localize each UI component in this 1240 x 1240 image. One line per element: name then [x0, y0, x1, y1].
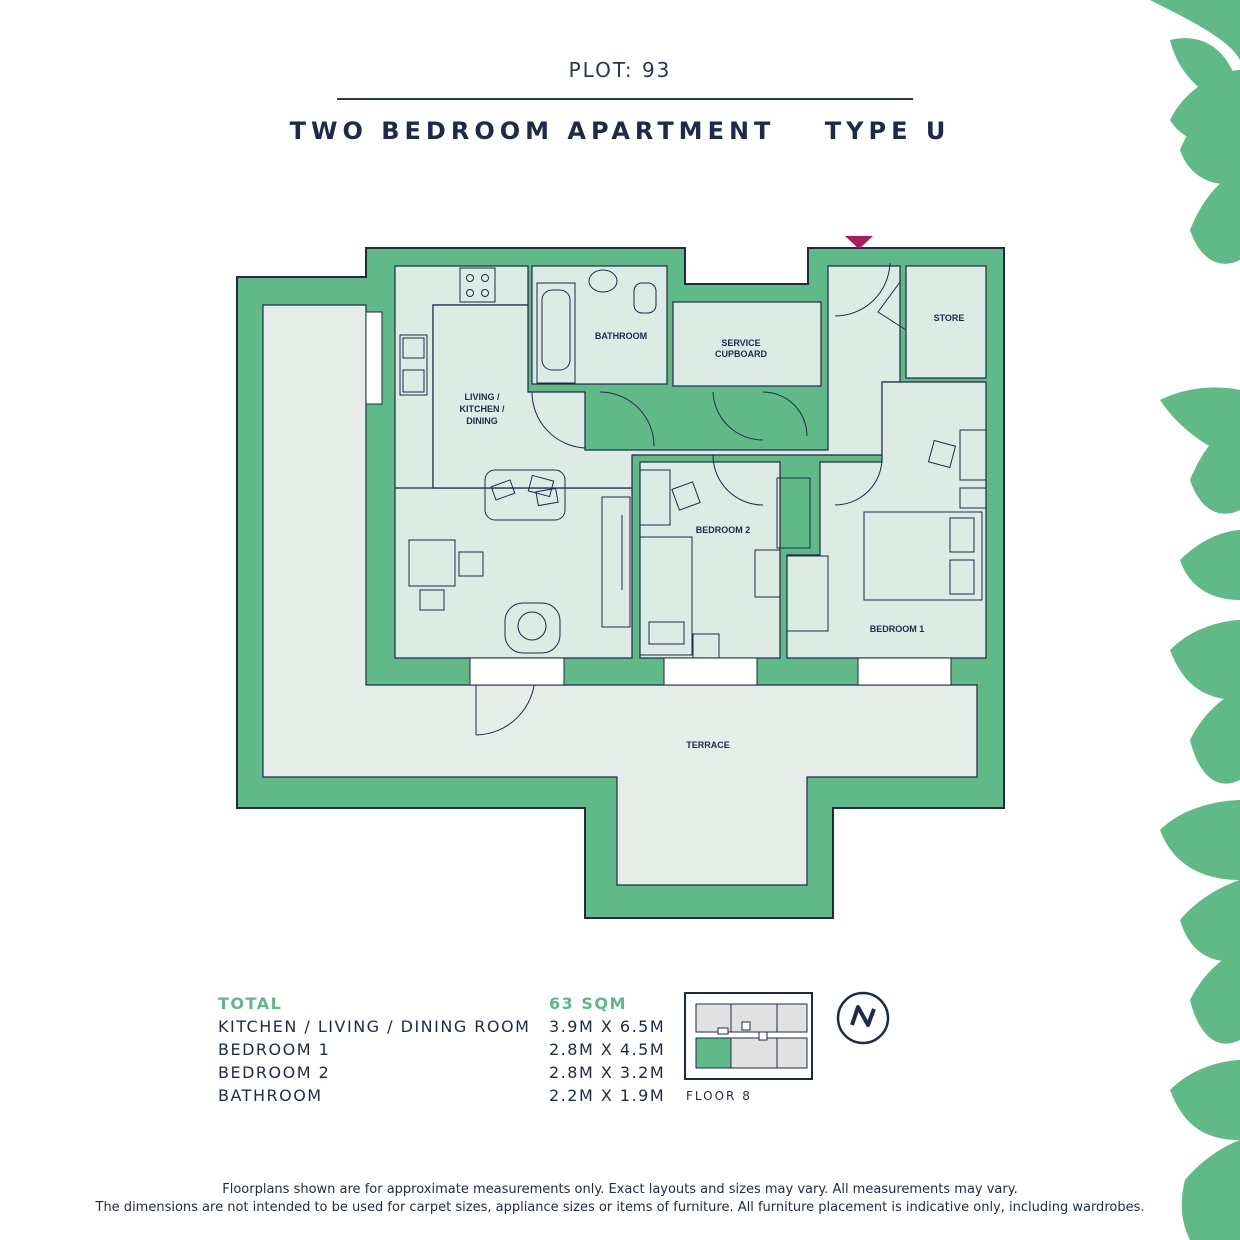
schedule-name: BATHROOM	[218, 1086, 323, 1105]
schedule-name: TOTAL	[218, 994, 283, 1013]
schedule-value: 2.8M X 3.2M	[549, 1063, 666, 1082]
toilet	[633, 282, 657, 314]
bedroom2-floor	[639, 461, 781, 659]
bedroom1-floor	[786, 381, 987, 659]
hob	[459, 267, 496, 303]
bedroom1-wardrobe	[786, 555, 829, 632]
plot-number: PLOT: 93	[568, 58, 672, 82]
key-plan-highlight	[695, 1037, 732, 1069]
leaf-decoration	[1150, 0, 1240, 1240]
label-living-1: LIVING /	[464, 392, 500, 402]
apartment-type-code: TYPE U	[824, 117, 951, 145]
label-bedroom1: BEDROOM 1	[870, 624, 925, 634]
window-bedroom2	[663, 657, 758, 686]
schedule-value: 63 SQM	[549, 994, 627, 1013]
disclaimer-line-2: The dimensions are not intended to be us…	[95, 1200, 1145, 1215]
bedroom1-bed	[863, 511, 983, 601]
schedule-row: BEDROOM 2 2.8M X 3.2M	[218, 1063, 669, 1086]
window-kitchen	[365, 311, 383, 405]
window-living	[469, 657, 565, 686]
apartment-type-label: TWO BEDROOM APARTMENT	[289, 117, 776, 145]
tv-unit	[601, 496, 631, 628]
schedule-row: BEDROOM 1 2.8M X 4.5M	[218, 1040, 669, 1063]
label-service-1: SERVICE	[721, 338, 760, 348]
label-bedroom2: BEDROOM 2	[696, 525, 751, 535]
entrance-marker	[845, 236, 873, 249]
schedule-row: KITCHEN / LIVING / DINING ROOM 3.9M X 6.…	[218, 1017, 669, 1040]
room-schedule: TOTAL 63 SQM KITCHEN / LIVING / DINING R…	[218, 994, 669, 1109]
key-plan	[684, 992, 813, 1080]
schedule-value: 3.9M X 6.5M	[549, 1017, 666, 1036]
disclaimer-line-1: Floorplans shown are for approximate mea…	[222, 1182, 1018, 1197]
schedule-value: 2.8M X 4.5M	[549, 1040, 666, 1059]
schedule-name: BEDROOM 2	[218, 1063, 331, 1082]
basin	[588, 269, 618, 293]
service-cupboard-floor	[672, 301, 822, 387]
header-divider	[337, 98, 913, 100]
label-bathroom: BATHROOM	[595, 331, 647, 341]
window-bedroom1	[857, 657, 952, 686]
schedule-row-total: TOTAL 63 SQM	[218, 994, 669, 1017]
schedule-name: BEDROOM 1	[218, 1040, 331, 1059]
bathtub	[536, 282, 576, 384]
label-store: STORE	[934, 313, 965, 323]
bedroom2-wardrobe	[754, 549, 781, 598]
armchair	[504, 602, 561, 654]
dining-table	[408, 539, 456, 587]
label-terrace: TERRACE	[686, 740, 730, 750]
schedule-value: 2.2M X 1.9M	[549, 1086, 666, 1105]
bedroom2-bed	[639, 536, 693, 656]
label-living-3: DINING	[466, 416, 498, 426]
bedroom2-desk	[639, 469, 671, 526]
north-compass-icon	[836, 991, 890, 1045]
schedule-row: BATHROOM 2.2M X 1.9M	[218, 1086, 669, 1109]
sofa	[484, 469, 566, 521]
kitchen-sink	[399, 334, 428, 396]
floor-label: FLOOR 8	[686, 1089, 752, 1103]
page-title: TWO BEDROOM APARTMENT TYPE U	[0, 117, 1240, 145]
schedule-name: KITCHEN / LIVING / DINING ROOM	[218, 1017, 531, 1036]
label-living-2: KITCHEN /	[460, 404, 505, 414]
terrace-area	[262, 304, 978, 886]
store-floor	[905, 265, 987, 379]
label-service-2: CUPBOARD	[715, 349, 768, 359]
floor-plan: LIVING / KITCHEN / DINING BATHROOM SERVI…	[236, 236, 1005, 919]
bathroom-floor	[531, 265, 668, 385]
